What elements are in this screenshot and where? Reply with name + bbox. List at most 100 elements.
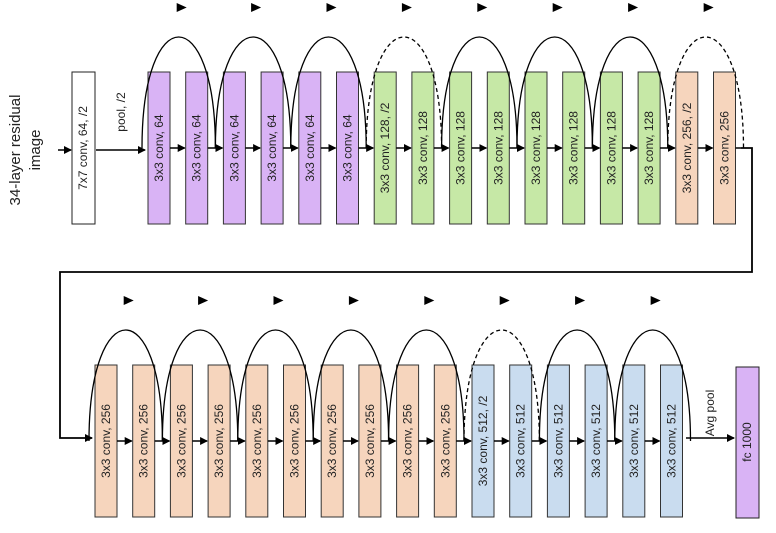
identity-skip-connection [312,329,390,442]
skip-arrowhead [123,296,134,305]
conv-block-label: 3x3 conv, 64 [265,114,279,181]
conv-block-label: 3x3 conv, 512 [551,404,565,478]
conv-block: 3x3 conv, 512 [546,364,570,518]
skip-arrowhead [424,296,435,305]
skip-arrowhead [326,3,337,12]
conv-block: 3x3 conv, 512, /2 [471,364,495,518]
identity-skip-connection [88,329,164,442]
conv-block-label: 3x3 conv, 256 [401,404,415,478]
identity-skip-connection [440,36,518,149]
conv-block: 3x3 conv, 256 [94,364,118,518]
conv-block: 3x3 conv, 512 [622,364,646,518]
conv-block: 3x3 conv, 256 [283,364,306,518]
row-wrap-connector [59,147,753,442]
diagram-title-line-1: 34-layer residual [7,95,24,206]
projection-skip-connection [463,329,541,442]
skip-arrowhead [650,296,661,305]
skip-arrowhead [628,3,639,12]
fc-block: fc 1000 [735,366,760,519]
conv-block-label: 3x3 conv, 256 [99,404,113,478]
conv-block: 3x3 conv, 64 [222,71,246,225]
fc-label: fc 1000 [740,422,754,462]
conv-block-label: 3x3 conv, 64 [227,114,241,181]
input-conv-label: 7x7 conv, 64, /2 [76,106,90,190]
conv-block-label: 3x3 conv, 64 [303,114,317,181]
conv-block: 3x3 conv, 256 [433,364,457,518]
conv-block: 3x3 conv, 64 [298,71,322,225]
conv-block: 3x3 conv, 128 [411,71,435,225]
conv-block-label: 3x3 conv, 256 [438,404,452,478]
conv-block-label: 3x3 conv, 512 [627,404,641,478]
conv-block-label: 3x3 conv, 512 [589,404,603,478]
pool-label: pool, /2 [114,92,128,132]
projection-skip-connection [365,36,443,149]
conv-block-label: 3x3 conv, 256 [325,404,339,478]
conv-block-label: 3x3 conv, 256 [174,404,188,478]
skip-arrowhead [477,3,488,12]
conv-block-label: 3x3 conv, 128 [642,111,656,185]
conv-block-label: 3x3 conv, 128 [416,111,430,185]
conv-block: 3x3 conv, 256 [358,364,382,518]
conv-block-label: 3x3 conv, 256 [212,404,226,478]
row-2-skip-connections [88,296,692,442]
conv-block-label: 3x3 conv, 128 [454,111,468,185]
conv-block: 3x3 conv, 512 [509,364,533,518]
conv-block-rect [660,364,683,518]
skip-arrowhead [273,296,284,305]
conv-block-label: 3x3 conv, 256 [288,404,302,478]
conv-block-label: 3x3 conv, 256 [137,404,151,478]
identity-skip-connection [141,36,217,149]
conv-block: 3x3 conv, 128, /2 [373,71,397,225]
conv-block-label: 3x3 conv, 256 [250,404,264,478]
row-1-blocks: 3x3 conv, 64 3x3 conv, 64 3x3 conv, 64 3x3 … [147,71,741,225]
conv-block: 3x3 conv, 256 [245,364,269,518]
avg-pool-label: Avg pool [703,390,717,436]
conv-block: 3x3 conv, 128 [562,71,586,225]
projection-skip-connection [667,36,745,149]
conv-block-label: 3x3 conv, 64 [152,114,166,181]
conv-block: 3x3 conv, 512 [584,364,608,518]
conv-block: 3x3 conv, 256 [132,364,156,518]
conv-block-label: 3x3 conv, 128 [529,111,543,185]
identity-skip-connection [516,36,594,149]
conv-block: 3x3 conv, 256, /2 [675,71,699,225]
conv-block: 3x3 conv, 128 [637,71,661,225]
skip-arrowhead [251,3,262,12]
input-conv-block: 7x7 conv, 64, /2 [71,71,96,225]
conv-block-label: 3x3 conv, 512 [514,404,528,478]
row-2-blocks: 3x3 conv, 256 3x3 conv, 256 3x3 conv, 256 3… [94,364,683,518]
conv-block: 3x3 conv, 256 [320,364,344,518]
conv-block-label: 3x3 conv, 512 [665,404,679,478]
identity-skip-connection [237,329,314,442]
conv-block: 3x3 conv, 64 [147,71,171,225]
conv-block: 3x3 conv, 256 [713,71,736,225]
skip-arrowhead [401,3,412,12]
skip-arrowhead [703,3,714,12]
conv-block: 3x3 conv, 128 [524,71,548,225]
identity-skip-connection [161,329,239,442]
conv-block-label: 3x3 conv, 64 [341,114,355,181]
identity-skip-connection [214,36,292,149]
identity-skip-connection [591,36,669,149]
conv-block-label: 3x3 conv, 256 [363,404,377,478]
conv-block-label: 3x3 conv, 256, /2 [680,102,694,193]
conv-block: 3x3 conv, 256 [207,364,231,518]
skip-arrowhead [552,3,563,12]
conv-block: 3x3 conv, 128 [486,71,510,225]
conv-block-label: 3x3 conv, 128, /2 [378,102,392,193]
conv-block-label: 3x3 conv, 64 [190,114,204,181]
conv-block-label: 3x3 conv, 512, /2 [476,395,490,486]
conv-block: 3x3 conv, 512 [660,364,683,518]
conv-block: 3x3 conv, 256 [396,364,420,518]
skip-arrowhead [198,296,209,305]
conv-block: 3x3 conv, 128 [449,71,473,225]
skip-arrowhead [176,3,187,12]
identity-skip-connection [614,329,692,442]
conv-block-label: 3x3 conv, 256 [718,111,732,185]
identity-skip-connection [538,329,616,442]
skip-arrowhead [499,296,510,305]
identity-skip-connection [290,36,367,149]
conv-block: 3x3 conv, 64 [260,71,284,225]
conv-block: 3x3 conv, 64 [185,71,209,225]
